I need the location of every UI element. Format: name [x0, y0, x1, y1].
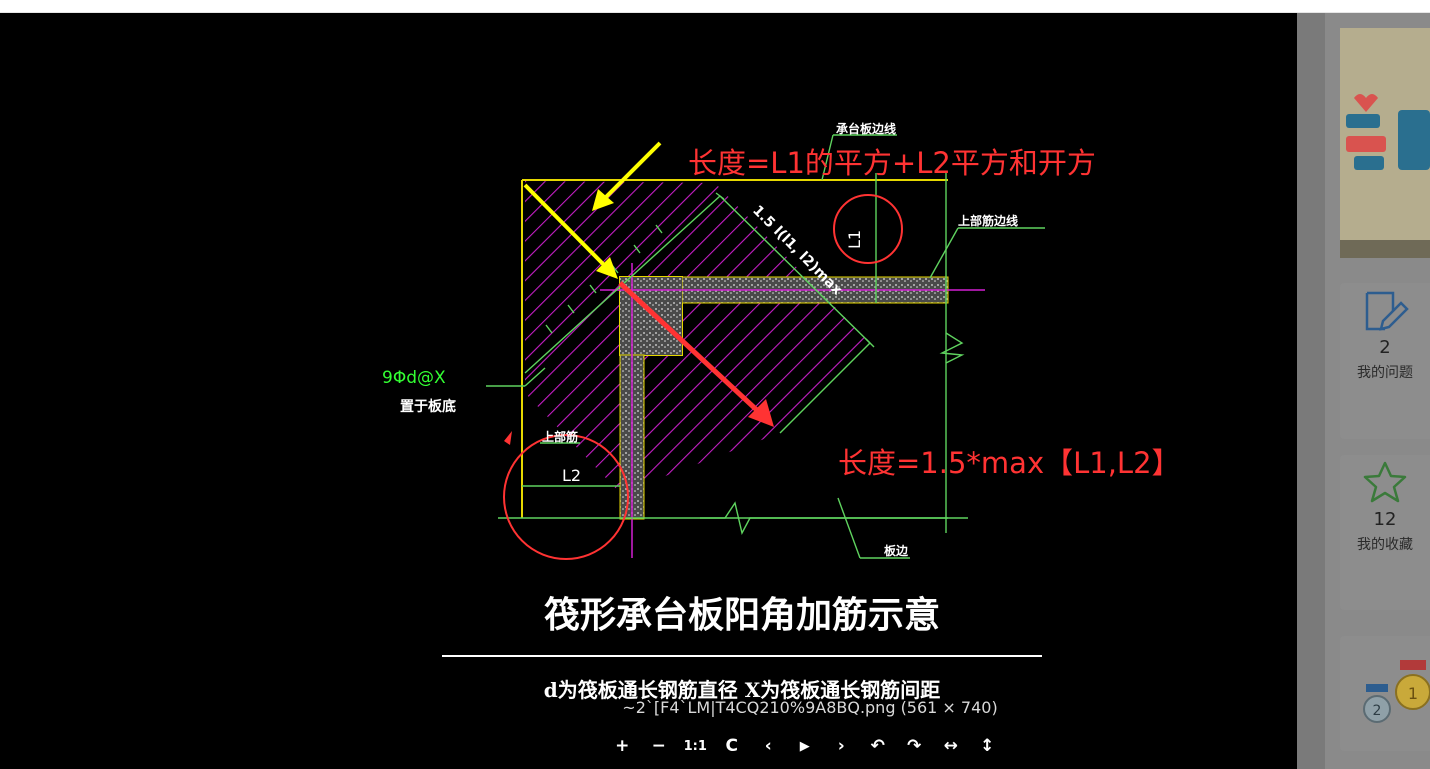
viewer-toolbar: + − 1:1 C ‹ ▶ › ↶ ↷ ↔ ↕	[604, 731, 1006, 761]
banner-logo-icon	[1346, 94, 1430, 170]
red-arrow	[618, 281, 774, 427]
next-button[interactable]: ›	[837, 736, 845, 756]
banner-image	[1340, 28, 1430, 240]
card-my-questions[interactable]: 2 我的问题	[1340, 283, 1430, 439]
zoom-out-button[interactable]: −	[651, 736, 666, 756]
star-icon	[1340, 455, 1430, 505]
yellow-arrow-1	[592, 141, 662, 211]
label-green-spec: 9Φd@X	[382, 368, 446, 388]
l1-circle	[833, 194, 903, 264]
questions-label: 我的问题	[1357, 365, 1413, 381]
favorites-count: 12	[1373, 509, 1397, 530]
image-viewer[interactable]: 长度=L1的平方+L2平方和开方 长度=1.5*max【L1,L2】 承台板边线…	[0, 13, 1297, 769]
magenta-lines	[600, 263, 985, 558]
red-marker	[504, 431, 512, 445]
drawing-subtitle: d为筏板通长钢筋直径 X为筏板通长钢筋间距	[544, 678, 940, 702]
flip-horizontal-button[interactable]: ↔	[943, 736, 958, 756]
drawing-title: 筏形承台板阳角加筋示意	[544, 594, 940, 636]
annotation-bottom: 长度=1.5*max【L1,L2】	[838, 446, 1181, 480]
promo-banner[interactable]	[1340, 28, 1430, 258]
card-medals[interactable]: 2 1	[1340, 636, 1430, 751]
zoom-in-button[interactable]: +	[615, 736, 630, 756]
card-my-favorites[interactable]: 12 我的收藏	[1340, 455, 1430, 610]
label-top-rebar: 上部筋	[542, 429, 578, 444]
annotation-top: 长度=L1的平方+L2平方和开方	[688, 146, 1096, 180]
refresh-button[interactable]: C	[725, 736, 738, 756]
label-bottom: 板边	[884, 543, 909, 558]
label-l2: L2	[562, 466, 581, 485]
medal-icon: 2 1	[1360, 654, 1430, 738]
label-top-edge: 上部筋边线	[958, 213, 1018, 228]
top-bar	[0, 0, 1430, 13]
image-caption: ~2`[F4`LM|T4CQ210%9A8BQ.png (561 × 740)	[622, 698, 998, 717]
dimension-ticks	[545, 192, 875, 348]
prev-button[interactable]: ‹	[764, 736, 772, 756]
questions-count: 2	[1379, 337, 1391, 358]
label-cap-edge: 承台板边线	[836, 121, 896, 136]
actual-size-button[interactable]: 1:1	[683, 738, 707, 754]
cad-drawing: 长度=L1的平方+L2平方和开方 长度=1.5*max【L1,L2】 承台板边线…	[382, 121, 1181, 702]
yellow-arrow-2	[523, 183, 618, 279]
play-button[interactable]: ▶	[799, 738, 810, 754]
flip-vertical-button[interactable]: ↕	[980, 736, 995, 756]
label-l1: L1	[845, 230, 864, 249]
l2-circle	[503, 434, 629, 560]
label-green-sub: 置于板底	[400, 398, 456, 415]
edit-icon	[1340, 283, 1430, 333]
rotate-right-button[interactable]: ↷	[907, 736, 922, 756]
favorites-label: 我的收藏	[1357, 537, 1413, 553]
banner-strip	[1340, 240, 1430, 258]
svg-text:2: 2	[1373, 703, 1382, 719]
svg-text:1: 1	[1408, 684, 1418, 703]
hatch-band	[525, 181, 870, 493]
rotate-left-button[interactable]: ↶	[870, 736, 885, 756]
